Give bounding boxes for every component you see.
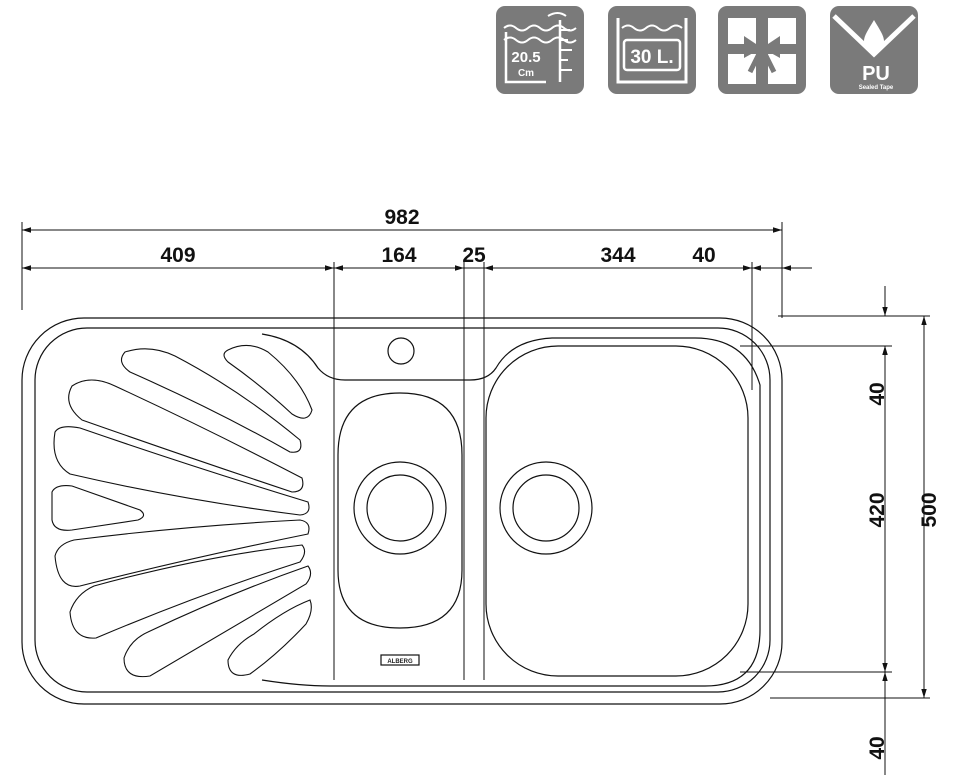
sealed-tape-caption: Sealed Tape bbox=[859, 85, 894, 91]
dim-bowl-depth: 420 bbox=[866, 492, 889, 527]
volume-label: 30 L. bbox=[630, 47, 673, 68]
bowl-deck-outline bbox=[261, 333, 761, 687]
small-bowl bbox=[337, 392, 463, 629]
small-bowl-drain-outer bbox=[353, 461, 447, 555]
brand-plate-text: ALBERG bbox=[387, 659, 413, 665]
brand-plate bbox=[380, 654, 420, 666]
sink-inner-rim bbox=[34, 327, 771, 693]
volume-badge: 30 L. bbox=[608, 6, 696, 94]
small-bowl-drain-inner bbox=[366, 474, 434, 542]
dim-right-margin: 40 bbox=[692, 244, 715, 267]
sealed-tape-badge: PU Sealed Tape bbox=[830, 6, 918, 94]
dim-overall-width: 982 bbox=[384, 206, 419, 229]
bowl-depth-icon: 20.5 Cm bbox=[496, 6, 584, 94]
gift-box-icon bbox=[718, 6, 806, 94]
dim-top-margin: 40 bbox=[866, 382, 889, 405]
pu-sealed-tape-icon: PU Sealed Tape bbox=[830, 6, 918, 94]
bowl-volume-icon: 30 L. bbox=[608, 6, 696, 94]
drainer-grooves bbox=[51, 344, 313, 678]
large-bowl-drain-inner bbox=[512, 474, 580, 542]
large-bowl-drain-outer bbox=[499, 461, 593, 555]
depth-badge: 20.5 Cm bbox=[496, 6, 584, 94]
dim-large-bowl-width: 344 bbox=[600, 244, 635, 267]
pu-label: PU bbox=[862, 63, 890, 85]
depth-unit: Cm bbox=[518, 68, 534, 79]
dim-drainer-width: 409 bbox=[160, 244, 195, 267]
sink-outer-rim bbox=[21, 317, 783, 705]
packaging-badge bbox=[718, 6, 806, 94]
dim-bowl-divider: 25 bbox=[462, 244, 486, 267]
large-bowl bbox=[485, 345, 749, 677]
tap-hole bbox=[387, 337, 415, 365]
dim-small-bowl-width: 164 bbox=[381, 244, 416, 267]
depth-value: 20.5 bbox=[511, 49, 540, 66]
dim-overall-depth: 500 bbox=[918, 492, 941, 527]
dim-bottom-margin: 40 bbox=[866, 736, 889, 759]
